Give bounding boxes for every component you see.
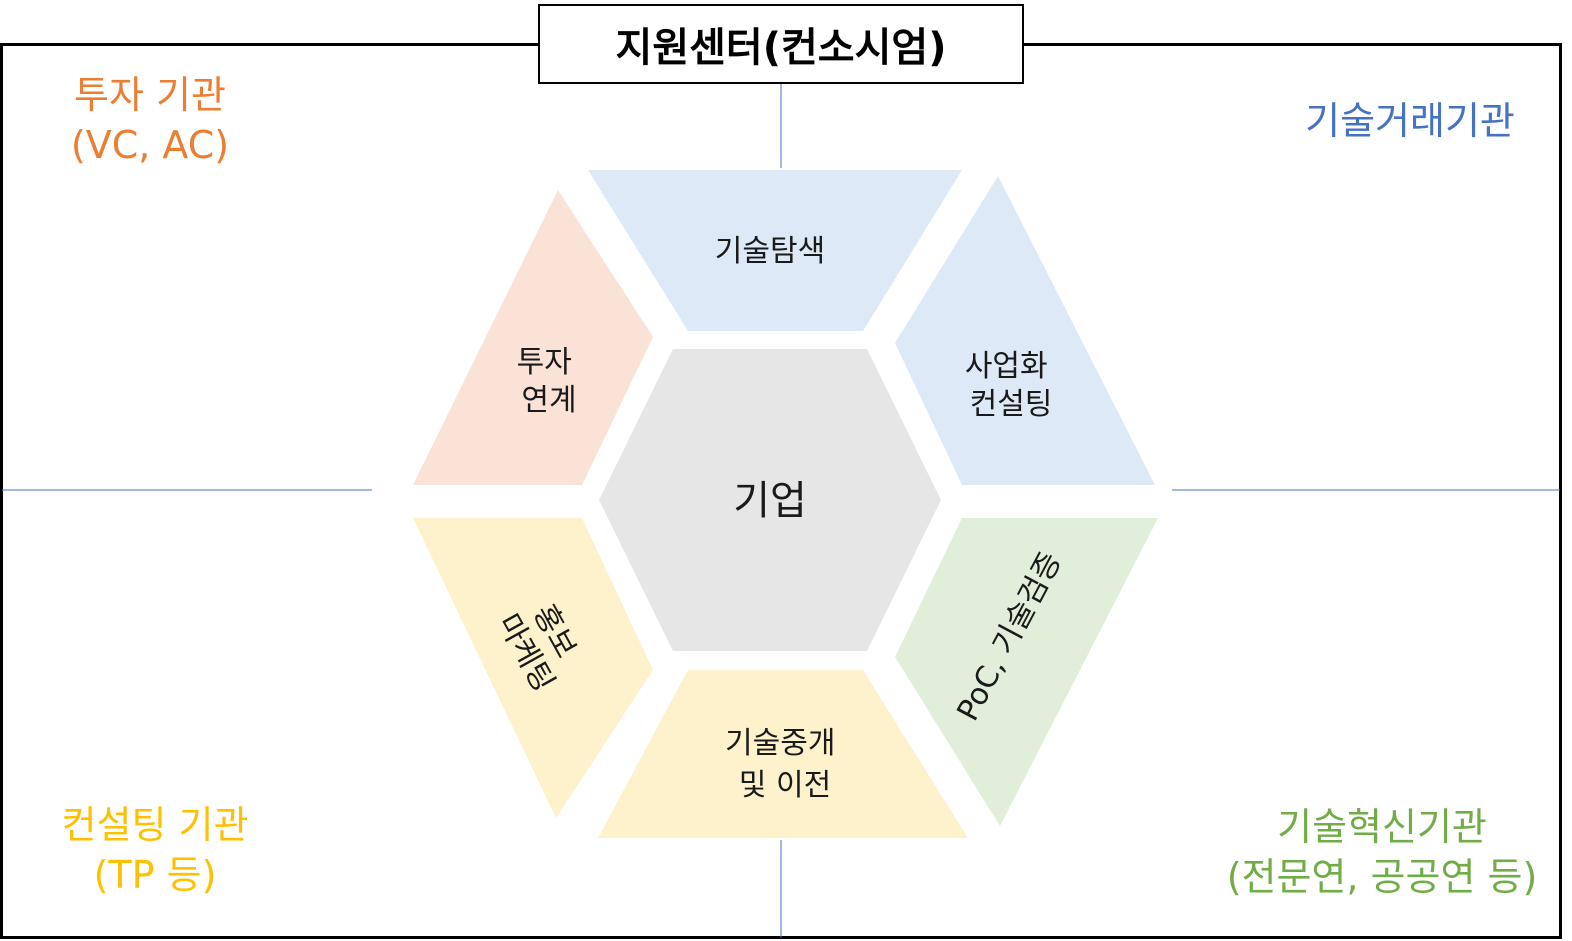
corner-label-top-left: 투자 기관 (VC, AC)	[40, 70, 260, 170]
corner-top-right-line-1: 기술거래기관	[1305, 99, 1515, 143]
corner-bottom-left-line-2: (TP 등)	[93, 853, 217, 897]
label-tech-search: 기술탐색	[715, 234, 825, 269]
label-biz-consulting: 사업화 컨설팅	[965, 349, 1057, 422]
center-label: 기업	[733, 478, 807, 524]
segment-investment-link	[413, 190, 653, 485]
segment-tech-transfer	[598, 670, 968, 838]
corner-top-left-line-1: 투자 기관	[74, 73, 226, 117]
segment-poc-validation	[895, 518, 1158, 826]
segment-tech-search	[588, 170, 962, 331]
corner-label-top-right: 기술거래기관	[1280, 96, 1540, 146]
corner-bottom-left-line-1: 컨설팅 기관	[61, 803, 249, 847]
corner-bottom-right-line-1: 기술혁신기관	[1277, 805, 1487, 849]
label-investment-link: 투자 연계	[517, 345, 582, 418]
page-title: 지원센터(컨소시엄)	[615, 25, 947, 71]
corner-label-bottom-right: 기술혁신기관 (전문연, 공공연 등)	[1212, 802, 1552, 902]
corner-label-bottom-left: 컨설팅 기관 (TP 등)	[30, 800, 280, 900]
label-tech-transfer: 기술중개 및 이전	[725, 726, 845, 803]
segment-biz-consulting	[895, 176, 1155, 485]
corner-top-left-line-2: (VC, AC)	[70, 123, 230, 167]
corner-bottom-right-line-2: (전문연, 공공연 등)	[1226, 855, 1538, 899]
segment-pr-marketing	[413, 518, 653, 818]
title-box: 지원센터(컨소시엄)	[538, 4, 1024, 84]
center-hexagon	[599, 349, 941, 651]
